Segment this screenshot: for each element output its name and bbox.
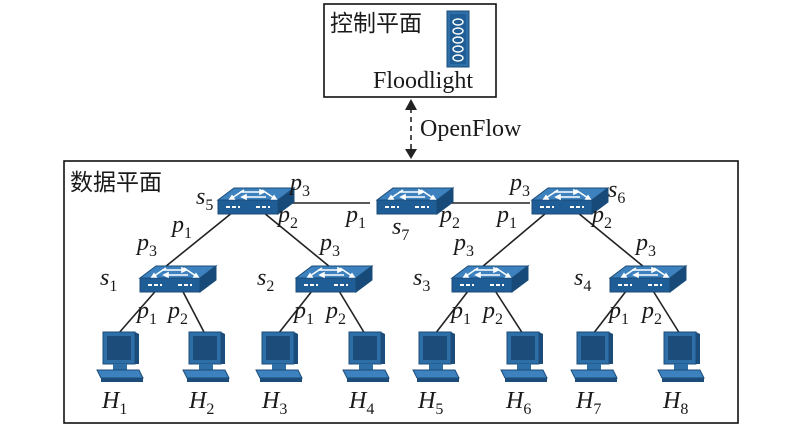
switch-label-s5: s5 <box>196 184 213 214</box>
host-label-H8: H8 <box>662 388 688 418</box>
switch-label-s4: s4 <box>574 265 591 295</box>
host-H5 <box>412 331 460 383</box>
host-H3 <box>255 331 303 383</box>
switch-label-s3: s3 <box>413 265 430 295</box>
port-label: p2 <box>166 298 188 328</box>
port-label: p2 <box>324 298 346 328</box>
switch-s3 <box>451 265 529 293</box>
port-label: p2 <box>276 202 298 232</box>
host-H1 <box>96 331 144 383</box>
port-label: p2 <box>438 202 460 232</box>
host-label-H4: H4 <box>348 388 374 418</box>
switch-label-s2: s2 <box>257 265 274 295</box>
host-H8 <box>657 331 705 383</box>
host-label-H6: H6 <box>505 388 531 418</box>
protocol-label: OpenFlow <box>420 116 522 142</box>
host-H4 <box>342 331 390 383</box>
port-label: p2 <box>590 202 612 232</box>
switch-label-s6: s6 <box>608 177 625 207</box>
host-label-H1: H1 <box>101 388 127 418</box>
port-label: p3 <box>318 230 340 260</box>
port-label: p1 <box>344 202 366 232</box>
switch-label-s1: s1 <box>100 265 117 295</box>
port-label: p2 <box>481 298 503 328</box>
port-label: p1 <box>449 298 471 328</box>
openflow-link <box>405 99 417 159</box>
controller-label: Floodlight <box>373 68 473 94</box>
control-plane-title: 控制平面 <box>330 11 422 37</box>
host-label-H2: H2 <box>188 388 214 418</box>
switch-s4 <box>609 265 687 293</box>
host-label-H5: H5 <box>417 388 443 418</box>
port-label: p2 <box>640 298 662 328</box>
port-label: p3 <box>634 230 656 260</box>
port-label: p1 <box>135 298 157 328</box>
port-label: p1 <box>170 212 192 242</box>
port-label: p3 <box>452 230 474 260</box>
switch-s1 <box>139 265 217 293</box>
port-label: p3 <box>508 170 530 200</box>
links <box>117 202 681 335</box>
host-label-H3: H3 <box>261 388 287 418</box>
host-H7 <box>570 331 618 383</box>
data-plane-title: 数据平面 <box>70 170 162 196</box>
host-label-H7: H7 <box>575 388 601 418</box>
port-label: p3 <box>288 170 310 200</box>
port-label: p1 <box>607 298 629 328</box>
port-label: p3 <box>135 230 157 260</box>
switch-label-s7: s7 <box>392 214 409 244</box>
port-label: p1 <box>495 202 517 232</box>
controller-server-icon <box>446 10 470 68</box>
switch-s2 <box>295 265 373 293</box>
port-label: p1 <box>292 298 314 328</box>
host-H2 <box>182 331 230 383</box>
host-H6 <box>500 331 548 383</box>
